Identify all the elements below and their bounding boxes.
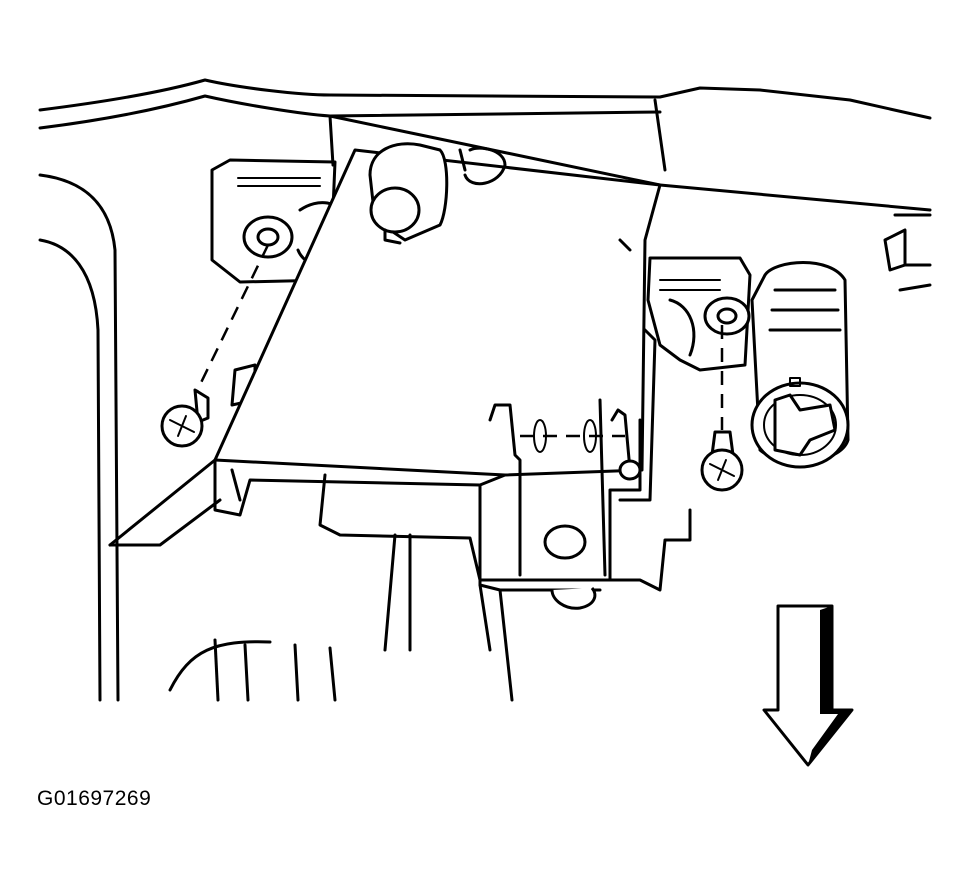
far-right-clip (883, 213, 932, 292)
screw-icon (700, 430, 744, 492)
right-mounting-bracket (618, 256, 752, 502)
left-pillar-structure (38, 173, 337, 702)
module-housing (213, 148, 662, 517)
arrow-down-icon (762, 604, 854, 767)
top-connector (368, 142, 507, 245)
figure-id-label: G01697269 (37, 787, 152, 810)
side-connector (750, 261, 850, 469)
lower-bracket (318, 398, 692, 702)
screw-icon (160, 388, 210, 448)
screw-alignment-lines (193, 244, 724, 453)
